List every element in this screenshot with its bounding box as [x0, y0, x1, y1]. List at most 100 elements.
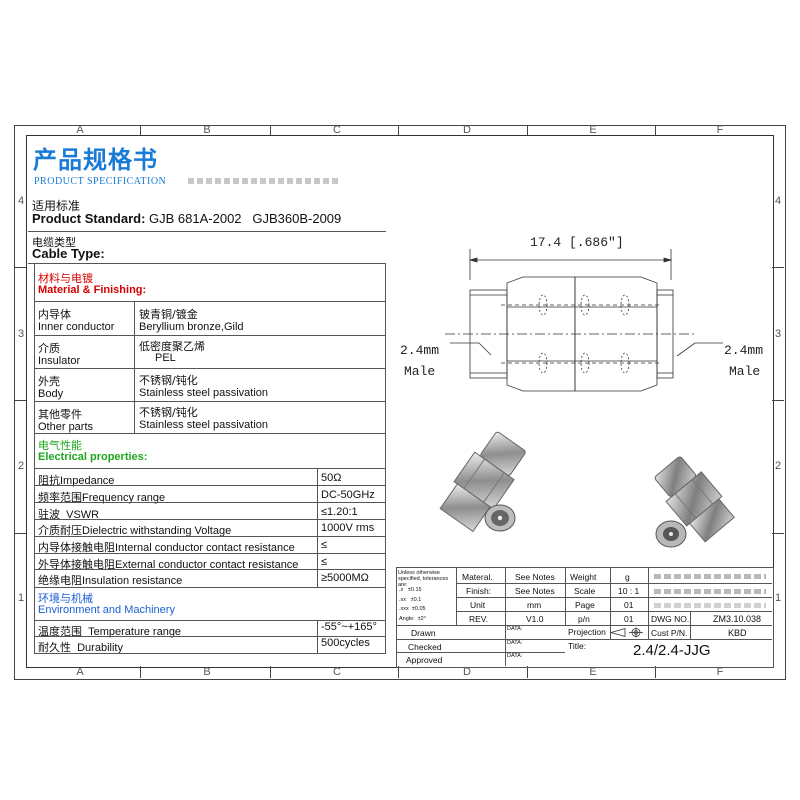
drawing-title-label: Title: — [568, 641, 587, 651]
frame-tick — [398, 666, 399, 678]
title-block-line — [396, 652, 565, 653]
electrical-label: 内导体接触电阻Internal conductor contact resist… — [38, 542, 295, 554]
divider — [34, 587, 386, 588]
cable-label-cn: 电缆类型 — [32, 236, 76, 249]
frame-tick — [14, 533, 26, 534]
environment-label: 耐久性 Durability — [38, 642, 123, 654]
col-label-d: D — [463, 124, 471, 136]
drawn-label: Drawn — [411, 628, 436, 638]
frame-tick — [140, 125, 141, 135]
row-label-1: 1 — [17, 592, 25, 604]
material-col-divider — [134, 302, 135, 433]
electrical-value: 50Ω — [321, 472, 342, 484]
title-block-line — [565, 567, 566, 625]
title-block-line — [690, 611, 691, 639]
frame-tick — [270, 125, 271, 135]
tolerance-note: Unless otherwise specified, tolerances a… — [398, 570, 449, 588]
projection-symbol-icon — [609, 627, 643, 638]
material-label-cn: 内导体 — [38, 308, 71, 321]
material-label-en: Insulator — [38, 355, 81, 367]
connector-photo-left — [439, 431, 526, 533]
tolerance-1: .x ±0.15 — [399, 587, 422, 593]
environment-value: 500cycles — [321, 637, 370, 649]
material-value-en: Stainless steel passivation — [139, 387, 269, 399]
divider — [34, 502, 386, 503]
unit-field-label: Unit — [470, 600, 486, 610]
faint-company-text — [654, 589, 766, 594]
electrical-value: ≤1.20:1 — [321, 506, 358, 518]
page-title-en: PRODUCT SPECIFICATION — [34, 176, 167, 187]
divider — [34, 519, 386, 520]
standard-row: Product Standard: GJB 681A-2002 GJB360B-… — [32, 211, 341, 226]
environment-col-divider — [317, 621, 318, 654]
electrical-heading-cn: 电气性能 — [38, 439, 82, 452]
cable-label-en: Cable Type: — [32, 246, 105, 261]
title-block-line — [565, 639, 772, 640]
col-label-d-bottom: D — [463, 666, 471, 678]
row-label-4: 4 — [17, 195, 25, 207]
col-label-b-bottom: B — [203, 666, 211, 678]
connector-outline-drawing — [445, 249, 723, 392]
title-block-line — [648, 567, 649, 639]
divider — [34, 636, 386, 637]
weight-field-value: g — [625, 572, 630, 582]
row-label-3-right: 3 — [774, 328, 782, 340]
frame-tick — [270, 666, 271, 678]
environment-heading-cn: 环境与机械 — [38, 592, 93, 605]
electrical-col-divider — [317, 469, 318, 588]
rev-field-value: V1.0 — [526, 614, 544, 624]
divider — [34, 620, 386, 621]
electrical-label: 驻波 VSWR — [38, 509, 100, 521]
frame-tick — [772, 400, 784, 401]
tolerance-4: Angle: ±2° — [399, 616, 426, 622]
electrical-label: 介质耐压Dielectric withstanding Voltage — [38, 525, 232, 537]
standard-label-cn: 适用标准 — [32, 199, 81, 213]
material-heading-en: Material & Finishing: — [38, 284, 147, 296]
approved-label: Approved — [406, 655, 443, 665]
electrical-label: 阻抗Impedance — [38, 475, 115, 487]
finish-field-value: See Notes — [515, 586, 555, 596]
electrical-value: 1000V rms — [321, 522, 375, 534]
row-label-2: 2 — [17, 460, 25, 472]
dimension-arrow — [663, 257, 673, 263]
divider — [34, 485, 386, 486]
page-field-label: Page — [575, 600, 595, 610]
divider — [34, 653, 386, 654]
frame-tick — [14, 267, 26, 268]
right-size-label: 2.4mm — [724, 343, 764, 358]
divider — [34, 335, 386, 336]
material-value-en: Stainless steel passivation — [139, 419, 269, 431]
frame-tick — [527, 666, 528, 678]
frame-tick — [655, 666, 656, 678]
material-value-en: Beryllium bronze,Gild — [139, 321, 244, 333]
faint-company-text — [654, 603, 766, 608]
row-label-4-right: 4 — [774, 195, 782, 207]
material-field-value: See Notes — [515, 572, 555, 582]
divider — [34, 553, 386, 554]
col-label-e-bottom: E — [589, 666, 597, 678]
faint-watermark-text — [188, 178, 338, 184]
tolerance-3: .xxx ±0.05 — [399, 606, 426, 612]
scale-field-value: 10 : 1 — [618, 586, 640, 596]
pn-field-label: p/n — [578, 614, 590, 624]
left-size-label: 2.4mm — [400, 343, 440, 358]
electrical-value: ≤ — [321, 556, 328, 568]
left-gender-label: Male — [404, 364, 436, 379]
electrical-label: 绝缘电阻Insulation resistance — [38, 575, 183, 587]
environment-value: -55°~+165° — [321, 621, 377, 633]
pn-field-value: 01 — [624, 614, 634, 624]
frame-tick — [398, 125, 399, 135]
rev-field-label: REV. — [469, 614, 489, 624]
overall-length-dimension: 17.4 [.686″] — [530, 235, 624, 250]
checked-date-label: DATA: — [507, 640, 523, 646]
dwg-no-label: DWG NO. — [651, 614, 690, 624]
title-block-line — [456, 583, 772, 584]
scale-field-label: Scale — [574, 586, 596, 596]
unit-field-value: mm — [527, 600, 542, 610]
title-block-line — [456, 567, 457, 625]
electrical-heading-en: Electrical properties: — [38, 451, 148, 463]
checked-label: Checked — [408, 642, 442, 652]
right-hex-nut — [574, 276, 658, 392]
material-label-en: Inner conductor — [38, 321, 115, 333]
dimension-arrow — [468, 257, 478, 263]
